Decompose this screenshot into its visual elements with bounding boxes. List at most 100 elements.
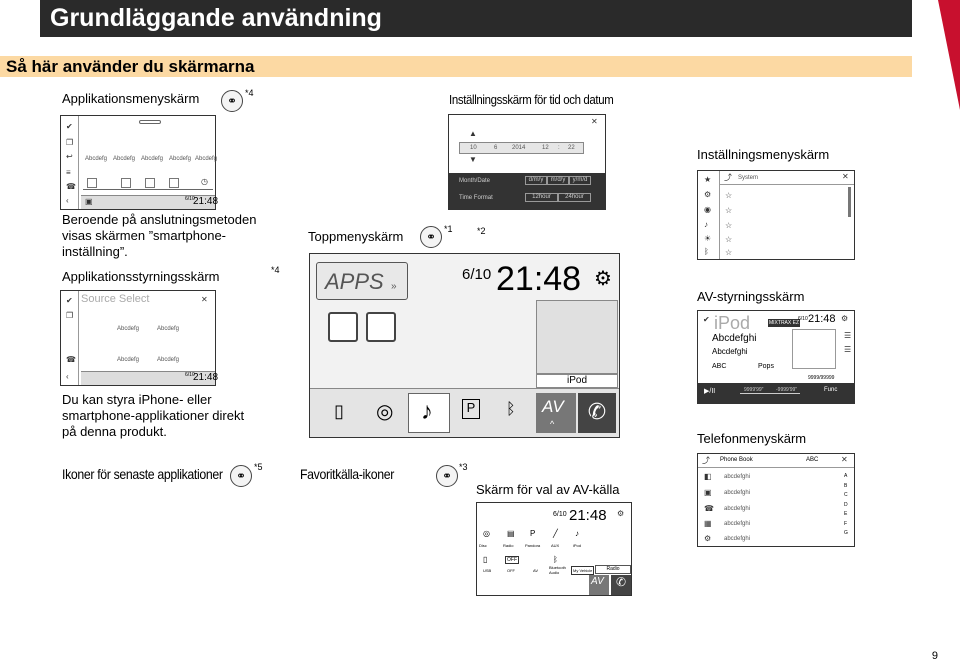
src-pandora[interactable]: Pandora	[525, 543, 541, 548]
index-letter[interactable]: D	[844, 501, 848, 508]
phone-icon[interactable]: ☎	[66, 182, 76, 191]
index-letter[interactable]: E	[844, 511, 848, 517]
fmt-ymd[interactable]: y/m/d	[569, 176, 591, 185]
dock-slot[interactable]	[87, 178, 97, 188]
up-arrow-icon[interactable]: ▲	[469, 129, 477, 138]
alpha-index[interactable]: A B C D E F G	[844, 472, 848, 539]
back-icon[interactable]: ⤴	[702, 456, 710, 465]
src-disc[interactable]: Disc	[479, 543, 487, 548]
check-icon[interactable]: ✔	[66, 122, 73, 131]
copy-icon[interactable]: ❐	[66, 311, 74, 320]
close-icon[interactable]: ✕	[841, 455, 848, 464]
list-icon[interactable]: ☰	[844, 331, 852, 340]
check-icon[interactable]: ✔	[66, 296, 73, 305]
phone-icon[interactable]: ✆	[611, 575, 631, 595]
bluetooth-icon[interactable]: ᛒ	[704, 247, 709, 256]
app-item[interactable]: Abcdefg	[113, 156, 136, 162]
display-icon[interactable]: ☀	[704, 234, 712, 243]
phone-icon[interactable]: ✆	[578, 393, 616, 433]
bluetooth-icon[interactable]: ᛒ	[506, 401, 516, 418]
apps-button[interactable]: APPS »	[316, 262, 408, 300]
av-button[interactable]: AV	[589, 575, 609, 595]
fmt-12h[interactable]: 12hour	[525, 193, 558, 202]
value-month[interactable]: 10	[470, 145, 477, 151]
copy-icon[interactable]: ❐	[66, 138, 74, 147]
recent-app-slot[interactable]	[366, 312, 396, 342]
value-year[interactable]: 2014	[512, 145, 526, 151]
usb-icon[interactable]: ▯	[334, 401, 344, 421]
back-icon[interactable]: ⤴	[724, 173, 732, 182]
mixtrax-badge[interactable]: MIXTRAX EZ	[768, 319, 801, 327]
app-item[interactable]: Abcdefg	[117, 326, 140, 332]
recent-app-slot[interactable]	[328, 312, 358, 342]
gear-icon[interactable]: ⚙	[594, 268, 612, 290]
app-item[interactable]: Abcdefg	[169, 156, 192, 162]
src-ipod[interactable]: iPod	[573, 543, 582, 548]
contact-entry[interactable]: abcdefghi	[724, 536, 751, 542]
app-item[interactable]: Abcdefg	[117, 357, 140, 363]
fmt-mdy[interactable]: m/d/y	[547, 176, 569, 185]
app-item[interactable]: Abcdefg	[85, 156, 108, 162]
down-arrow-icon[interactable]: ▼	[469, 155, 477, 164]
keypad-icon[interactable]: ▦	[704, 519, 712, 528]
favorite-star-icon[interactable]: ☆	[725, 235, 733, 244]
home-icon[interactable]: ▣	[85, 197, 93, 206]
progress-track[interactable]	[740, 393, 800, 394]
app-item[interactable]: Abcdefg	[195, 156, 218, 162]
src-my-vehicle[interactable]: My Vehicle	[571, 566, 595, 575]
history-icon[interactable]: ◧	[704, 472, 712, 481]
contact-entry[interactable]: abcdefghi	[724, 490, 751, 496]
favorite-star-icon[interactable]: ☆	[725, 248, 733, 257]
disc-icon[interactable]: ◎	[483, 529, 490, 538]
favorite-star-icon[interactable]: ☆	[725, 191, 733, 200]
menu-icon[interactable]: ≡	[66, 168, 71, 177]
close-icon[interactable]: ✕	[591, 117, 598, 126]
value-day[interactable]: 6	[494, 145, 498, 151]
source-tab[interactable]: iPod	[536, 374, 618, 388]
phone-icon[interactable]: ☎	[66, 355, 76, 364]
off-icon[interactable]: OFF	[505, 556, 519, 564]
dock-slot[interactable]	[169, 178, 179, 188]
back-icon[interactable]: ↩	[66, 152, 73, 161]
back-arrow-icon[interactable]: ‹	[66, 196, 69, 205]
close-icon[interactable]: ✕	[842, 172, 849, 181]
app-item[interactable]: Abcdefg	[157, 326, 180, 332]
check-icon[interactable]: ✔	[703, 315, 710, 324]
func-button[interactable]: Func	[824, 387, 838, 393]
fmt-24h[interactable]: 24hour	[558, 193, 591, 202]
phone-icon[interactable]: ☎	[704, 504, 714, 513]
value-hour[interactable]: 12	[542, 145, 549, 151]
src-radio[interactable]: Radio	[503, 543, 514, 548]
bluetooth-icon[interactable]: ᛒ	[553, 555, 558, 564]
index-letter[interactable]: A	[844, 473, 848, 479]
contact-entry[interactable]: abcdefghi	[724, 474, 751, 480]
scrollbar[interactable]	[848, 187, 851, 217]
gear-icon[interactable]: ⚙	[841, 314, 849, 323]
volume-icon[interactable]: ♪	[704, 220, 708, 229]
radio-tab[interactable]: Radio	[595, 565, 631, 574]
back-arrow-icon[interactable]: ‹	[66, 372, 69, 381]
gear-icon[interactable]: ⚙	[617, 509, 625, 518]
src-av[interactable]: AV	[533, 568, 539, 573]
star-icon[interactable]: ★	[704, 175, 712, 184]
src-bluetooth[interactable]: Bluetooth Audio	[549, 565, 566, 575]
fmt-dmy[interactable]: d/m/y	[525, 176, 547, 185]
app-item[interactable]: Abcdefg	[141, 156, 164, 162]
contact-entry[interactable]: abcdefghi	[724, 506, 751, 512]
index-letter[interactable]: C	[844, 492, 848, 498]
src-usb[interactable]: USB	[483, 568, 492, 573]
value-minute[interactable]: 22	[568, 145, 575, 151]
dock-slot[interactable]	[121, 178, 131, 188]
disc-icon[interactable]: ◎	[376, 401, 394, 423]
src-aux[interactable]: AUX	[551, 543, 560, 548]
source-panel[interactable]	[536, 300, 618, 374]
list-icon[interactable]: ☰	[844, 345, 852, 354]
usb-icon[interactable]: ▯	[483, 555, 488, 564]
pandora-icon[interactable]: P	[530, 529, 536, 538]
tune-icon[interactable]: ⚙	[704, 190, 712, 199]
close-icon[interactable]: ✕	[201, 295, 208, 304]
radio-icon[interactable]: ▤	[507, 529, 515, 538]
aux-icon[interactable]: ╱	[553, 529, 558, 538]
favorite-star-icon[interactable]: ☆	[725, 221, 733, 230]
camera-icon[interactable]: ◉	[704, 205, 711, 214]
